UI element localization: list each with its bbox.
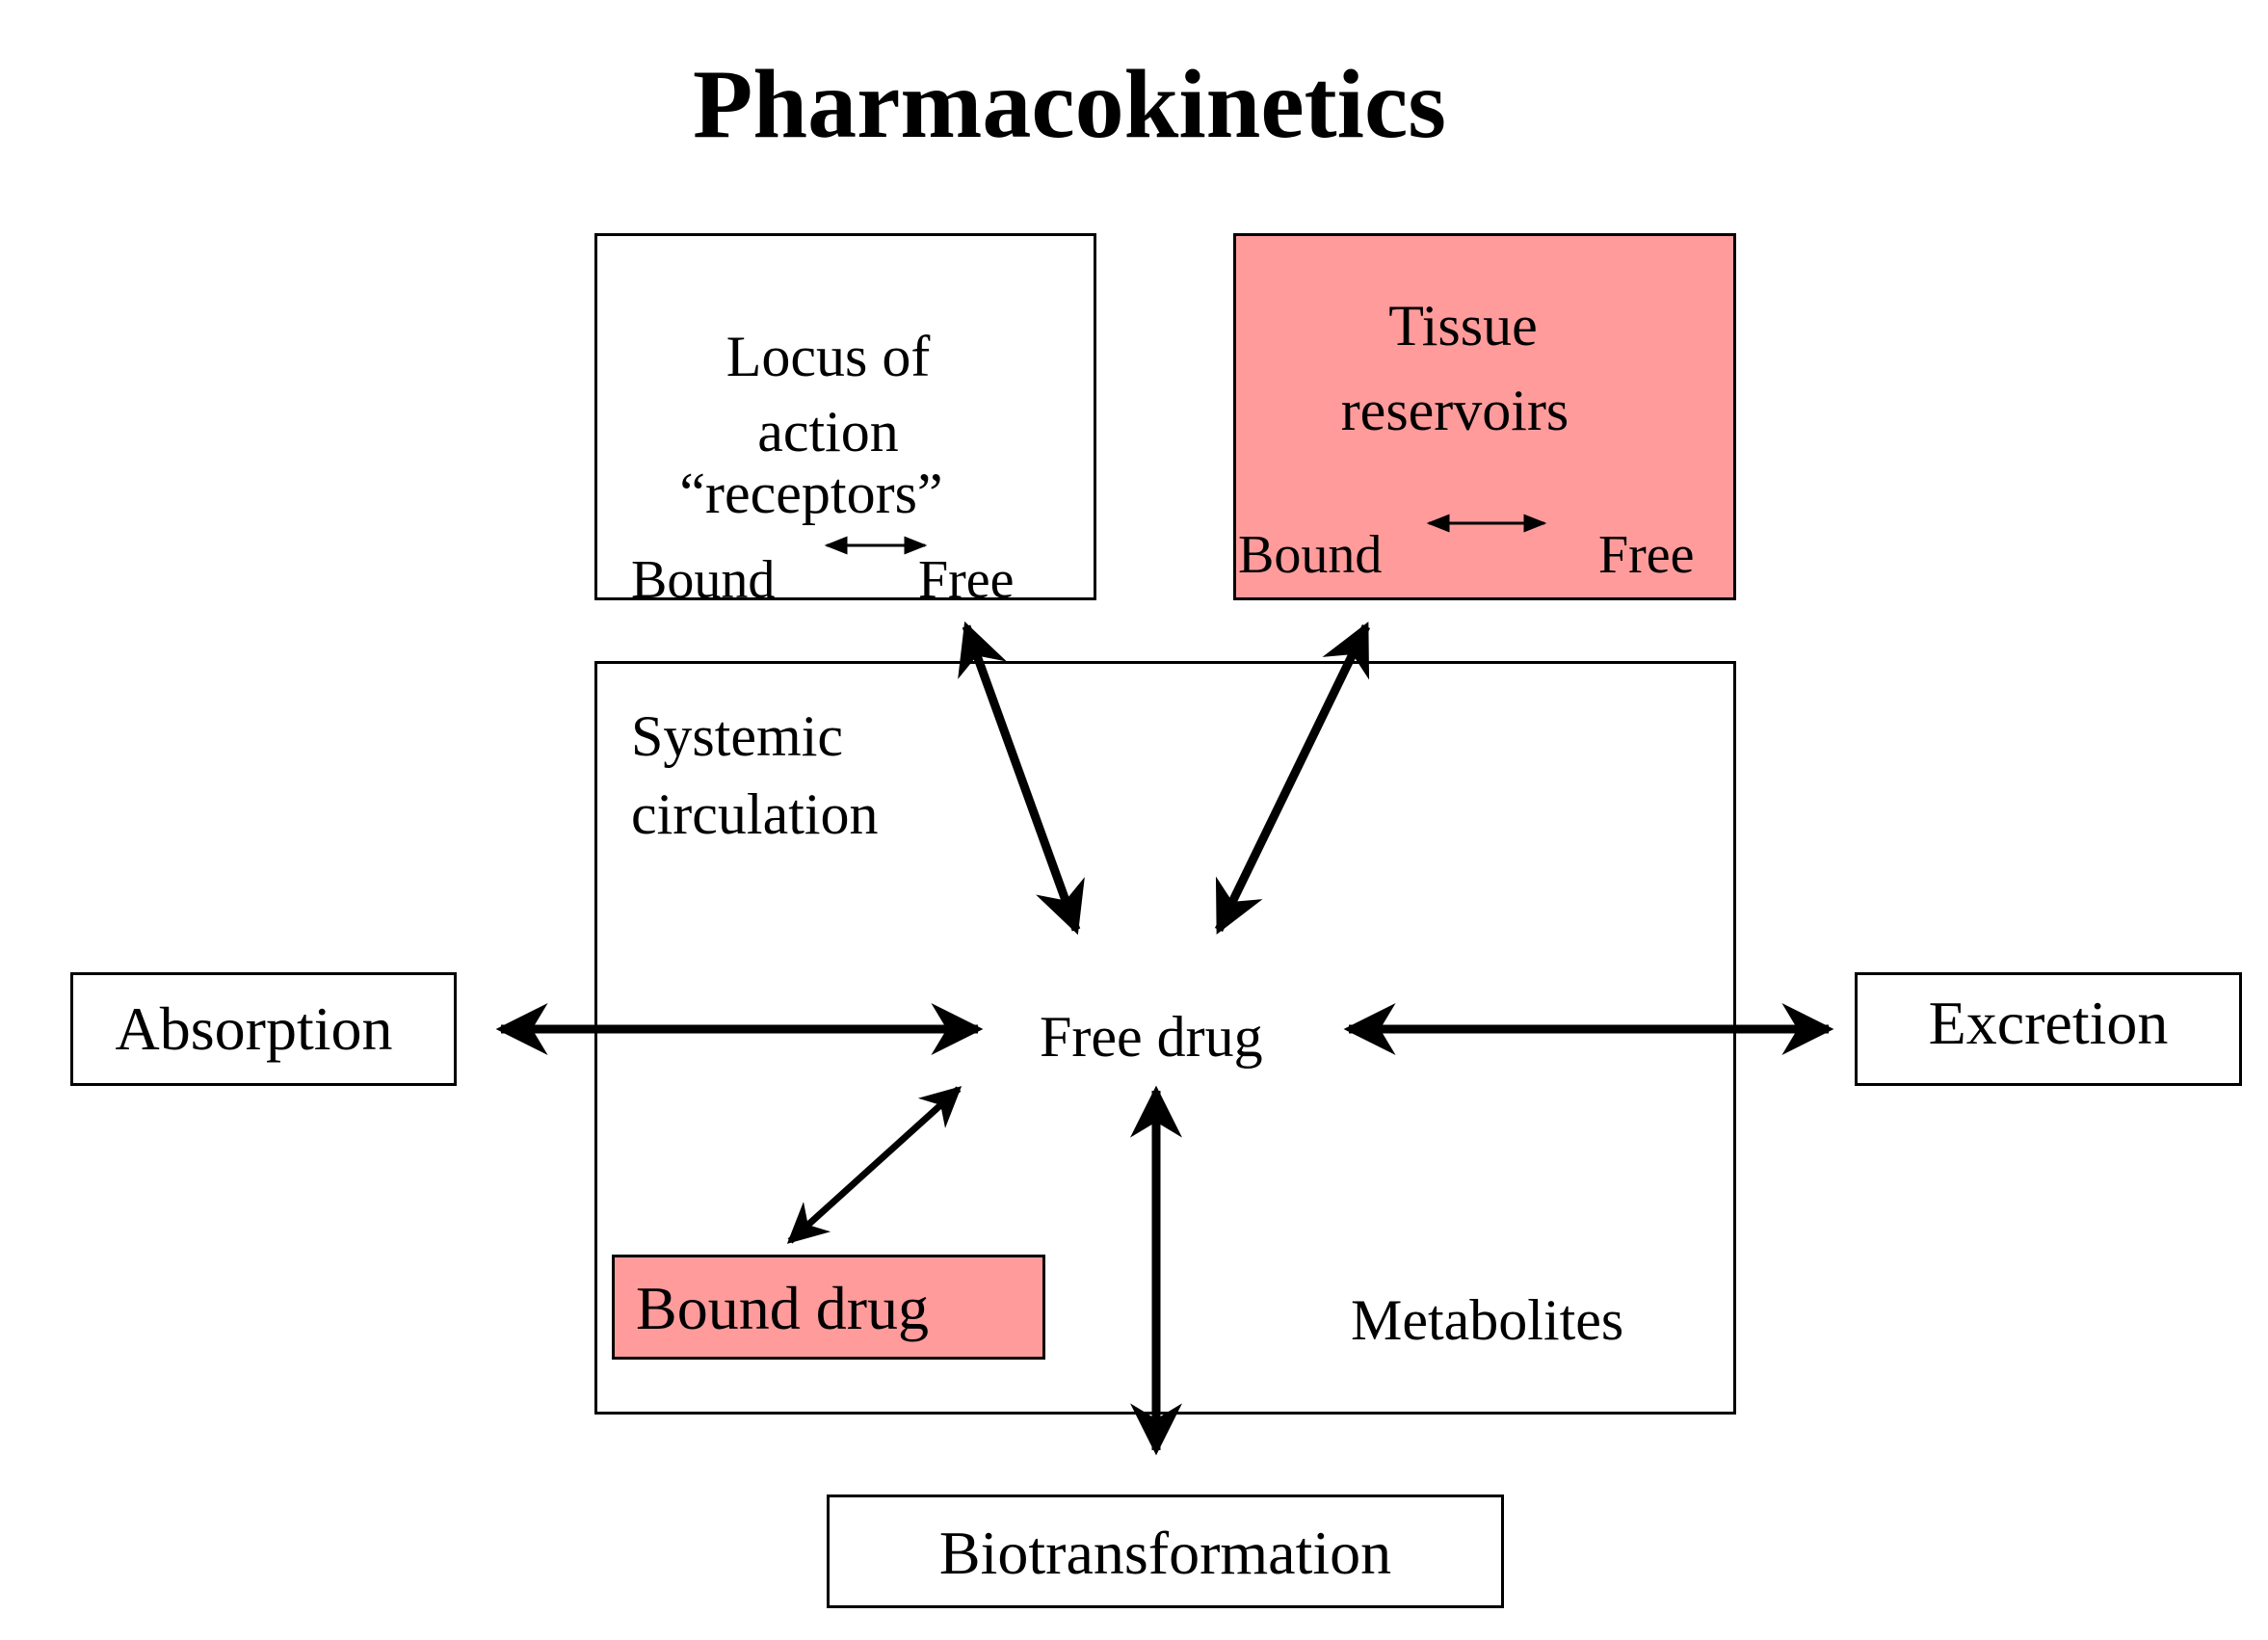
bound-drug-label: Bound drug: [636, 1274, 929, 1342]
absorption-label: Absorption: [115, 994, 393, 1063]
locus-label-line2: action: [757, 400, 899, 463]
free-drug-label: Free drug: [1040, 1005, 1263, 1069]
tissue-bound-label: Bound: [1238, 525, 1383, 585]
systemic-label-line1: Systemic: [631, 704, 843, 768]
absorption-box: [70, 972, 457, 1086]
bound-drug-free-drug-arrow: [786, 1086, 963, 1244]
locus-free-label: Free: [918, 550, 1015, 610]
locus-label-line3: “receptors”: [679, 462, 943, 525]
excretion-label: Excretion: [1928, 989, 2169, 1057]
tissue-reservoirs-box: [1233, 233, 1736, 600]
locus-bound-label: Bound: [631, 550, 776, 610]
diagram-title: Pharmacokinetics: [693, 50, 1446, 159]
metabolites-label: Metabolites: [1351, 1288, 1624, 1352]
tissue-label-line2: reservoirs: [1340, 379, 1569, 442]
tissue-label-line1: Tissue: [1388, 294, 1538, 357]
tissue-free-label: Free: [1598, 525, 1695, 585]
locus-free-drug-arrow: [958, 621, 1085, 936]
excretion-box: [1855, 972, 2242, 1086]
locus-label-line1: Locus of: [725, 325, 931, 388]
systemic-label-line2: circulation: [631, 782, 879, 846]
tissue-free-drug-arrow: [1214, 622, 1371, 935]
biotransformation-label: Biotransformation: [938, 1519, 1392, 1587]
biotransformation-box: [827, 1495, 1504, 1608]
bound-drug-box: [612, 1255, 1045, 1360]
